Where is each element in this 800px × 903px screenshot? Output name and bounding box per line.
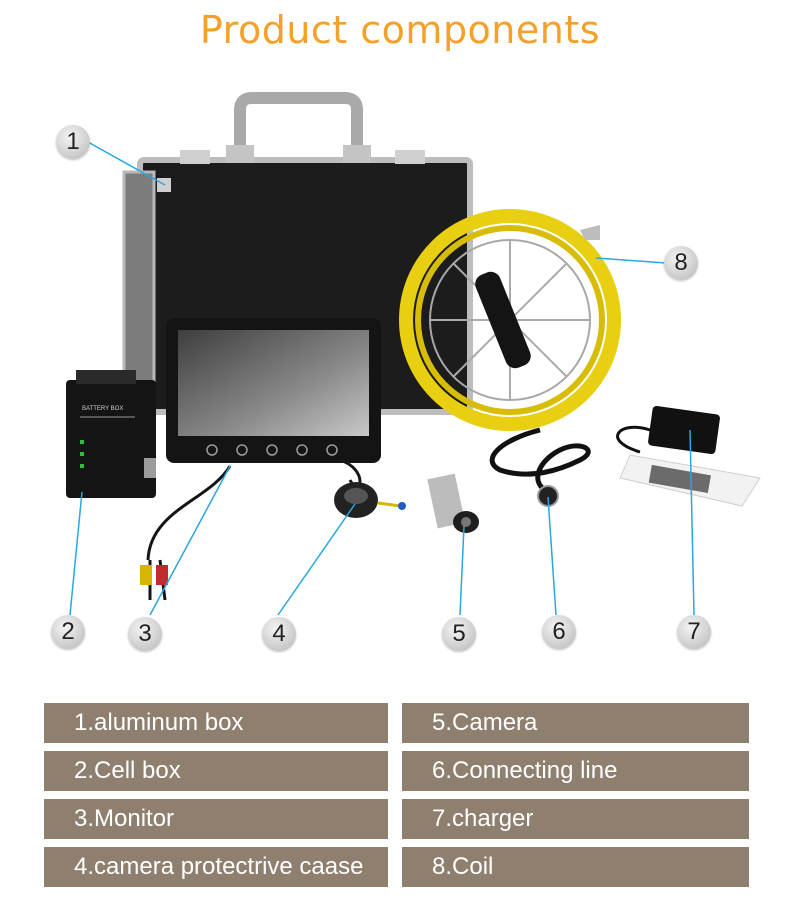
callout-7: 7 bbox=[677, 615, 711, 649]
component-cell: 8.Coil bbox=[402, 847, 749, 887]
component-label: 7.charger bbox=[432, 805, 534, 832]
component-cell: 3.Monitor bbox=[44, 799, 388, 839]
callout-6: 6 bbox=[542, 615, 576, 649]
callout-4: 4 bbox=[262, 617, 296, 651]
component-cell: 6.Connecting line bbox=[402, 751, 749, 791]
product-photo: BATTERY BOX bbox=[66, 92, 761, 616]
component-label: 8.Coil bbox=[432, 853, 494, 880]
component-label: 4.camera protectrive caase bbox=[74, 853, 364, 880]
callout-1: 1 bbox=[56, 125, 90, 159]
callout-lines bbox=[69, 141, 695, 616]
component-cell: 2.Cell box bbox=[44, 751, 388, 791]
monitor bbox=[140, 318, 381, 601]
battery-box-label: BATTERY BOX bbox=[82, 406, 123, 412]
callout-5: 5 bbox=[442, 617, 476, 651]
callout-3: 3 bbox=[128, 617, 162, 651]
connecting-line bbox=[489, 427, 591, 507]
callout-8: 8 bbox=[664, 246, 698, 280]
components-table: 1.aluminum box 2.Cell box 3.Monitor 4.ca… bbox=[44, 703, 749, 889]
component-cell: 4.camera protectrive caase bbox=[44, 847, 388, 887]
camera bbox=[427, 473, 479, 533]
coil bbox=[399, 209, 621, 431]
component-label: 3.Monitor bbox=[74, 805, 175, 832]
component-label: 5.Camera bbox=[432, 709, 538, 736]
component-cell: 5.Camera bbox=[402, 703, 749, 743]
component-label: 1.aluminum box bbox=[74, 709, 244, 736]
component-label: 2.Cell box bbox=[74, 757, 181, 784]
charger bbox=[616, 405, 761, 507]
protective-case bbox=[334, 458, 406, 518]
component-label: 6.Connecting line bbox=[432, 757, 618, 784]
component-cell: 1.aluminum box bbox=[44, 703, 388, 743]
component-cell: 7.charger bbox=[402, 799, 749, 839]
callout-2: 2 bbox=[51, 615, 85, 649]
page-title: Product components bbox=[199, 8, 601, 52]
battery-box: BATTERY BOX bbox=[66, 370, 156, 498]
